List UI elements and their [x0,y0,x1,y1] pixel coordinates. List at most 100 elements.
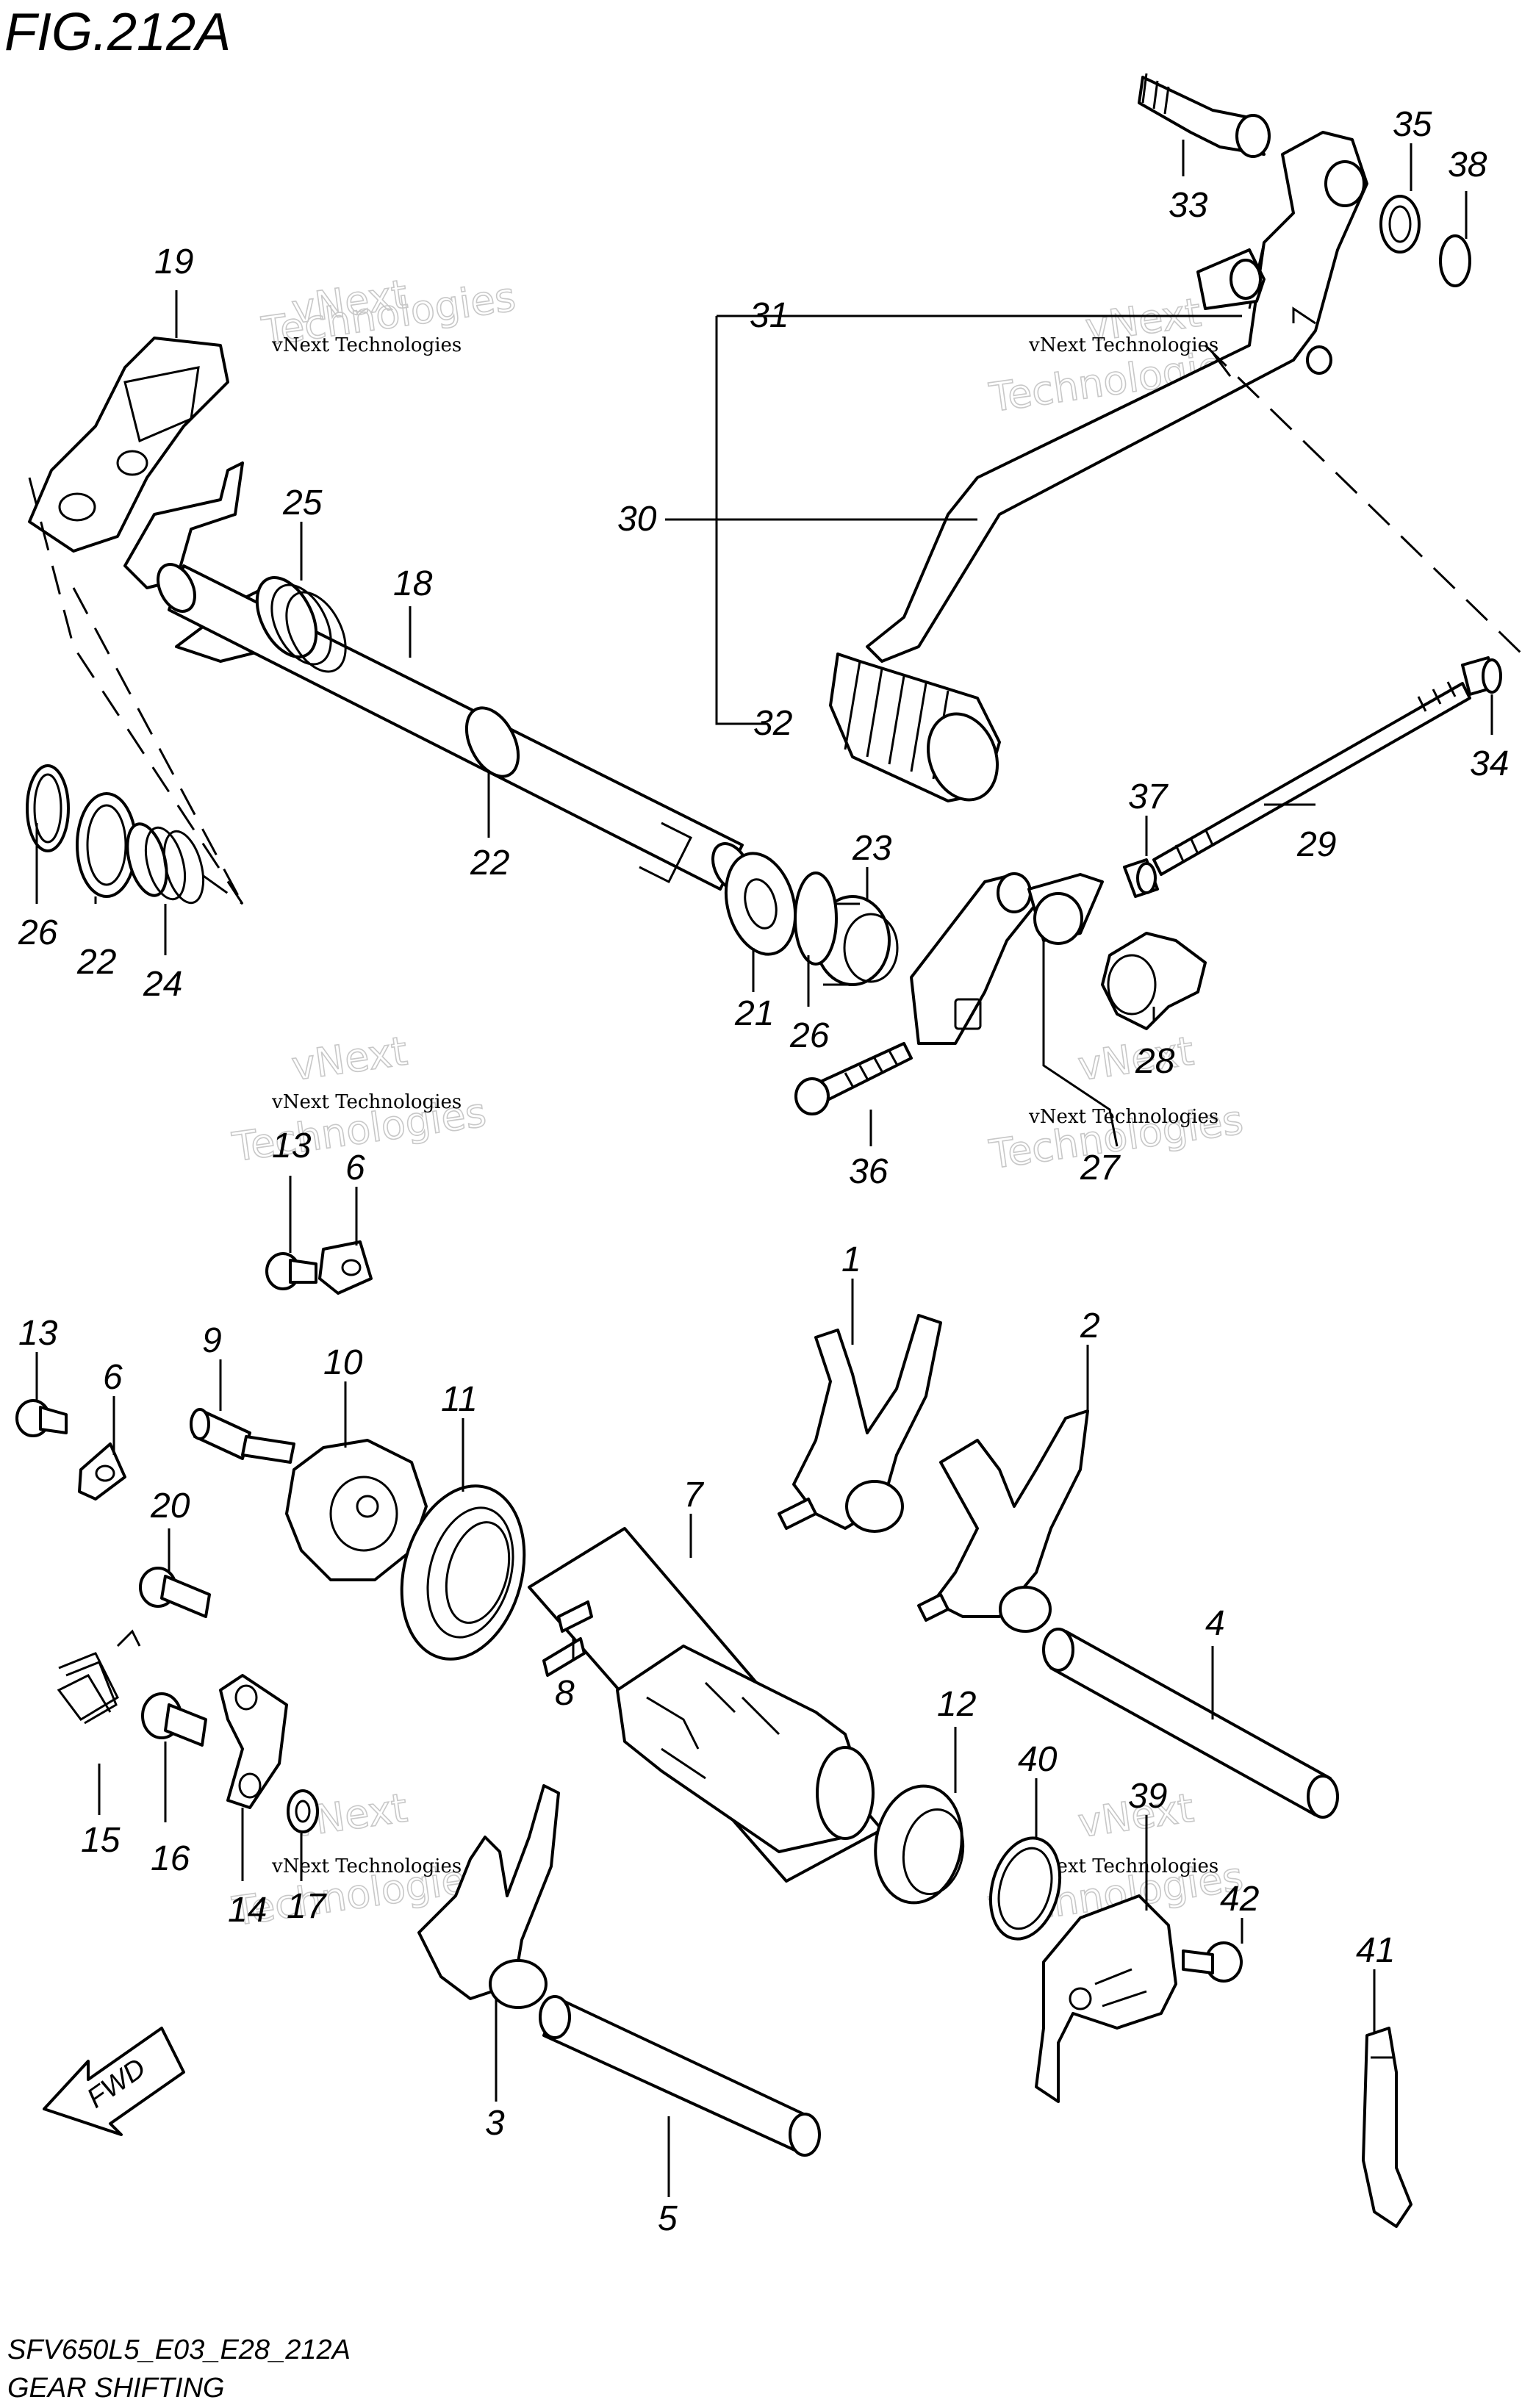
callout-29: 29 [1296,825,1336,864]
callout-39: 39 [1128,1777,1167,1816]
callout-20: 20 [150,1487,190,1525]
callout-37: 37 [1128,777,1169,816]
callout-40: 40 [1018,1740,1058,1779]
part-9-pin [190,1408,295,1464]
callout-1: 1 [841,1240,861,1279]
part-6-plate-b [78,1442,126,1500]
part-35-washer [1379,195,1421,254]
part-39-bracket [1035,1894,1177,2103]
part-33-bolt [1138,73,1271,158]
callout-16: 16 [151,1839,190,1878]
part-37-nut [1123,858,1159,898]
part-6-plate-a [318,1240,373,1295]
part-22-washer-shaft [464,706,520,778]
part-15-spring [57,1629,141,1725]
part-13-screw-b [15,1399,68,1437]
part-24-spring [126,822,205,905]
callout-10: 10 [323,1343,363,1382]
callout-3: 3 [485,2104,505,2143]
dashed-guide-30 [1204,344,1522,655]
callout-30: 30 [617,500,657,539]
callout-27: 27 [1080,1149,1121,1187]
callout-35: 35 [1393,105,1432,144]
callout-6: 6 [103,1358,123,1397]
callout-11: 11 [441,1380,478,1419]
part-7-shift-drum [616,1645,875,1853]
part-32-rubber [829,653,1001,802]
callout-5: 5 [658,2199,678,2238]
svg-text:vNext Technologies: vNext Technologies [1028,334,1218,356]
callout-34: 34 [1470,744,1509,783]
svg-text:vNext Technologies: vNext Technologies [271,334,462,356]
callout-13: 13 [18,1314,58,1353]
svg-text:vNext: vNext [289,1028,410,1090]
part-38-circlip [1439,234,1471,287]
callout-4: 4 [1205,1604,1225,1643]
callout-7: 7 [683,1476,705,1514]
callout-18: 18 [393,564,433,603]
callout-36: 36 [849,1152,889,1191]
callout-14: 14 [228,1891,267,1930]
callout-24: 24 [143,965,182,1004]
part-18-shift-shaft [157,563,751,892]
dashed-guide-19 [28,477,244,905]
part-21-washer [724,852,797,956]
callout-22: 22 [470,844,509,883]
part-14-stopper-arm [219,1674,288,1809]
part-16-bolt [141,1692,207,1747]
callout-41: 41 [1356,1931,1395,1970]
callout-22: 22 [76,943,116,982]
figure-name: GEAR SHIFTING [7,2373,225,2404]
callout-31: 31 [750,296,789,335]
callout-9: 9 [202,1321,222,1360]
part-5-shaft [539,1995,821,2157]
part-28-boot [1101,932,1207,1030]
callout-21: 21 [734,994,774,1033]
figure-title: FIG.212A [4,3,231,62]
part-30-lever [866,131,1368,663]
svg-text:vNext Technologies: vNext Technologies [1028,1106,1218,1128]
leader-lines [35,140,1493,2197]
callout-6: 6 [345,1149,365,1187]
part-29-rod [1152,681,1471,876]
part-12-bearing [874,1784,965,1905]
part-20-bolt [139,1567,211,1618]
callout-28: 28 [1135,1042,1175,1081]
part-26-circlip-left [26,764,70,852]
svg-text:vNext Technologies: vNext Technologies [271,1855,462,1877]
callout-12: 12 [937,1685,976,1724]
part-40-oring [988,1836,1062,1941]
callout-13: 13 [272,1126,312,1165]
callout-2: 2 [1080,1307,1100,1345]
callout-17: 17 [287,1887,328,1926]
callout-26: 26 [789,1016,830,1055]
fwd-arrow-icon: FWD [43,2027,185,2136]
part-19-plate [28,337,229,553]
callout-23: 23 [852,829,892,868]
callouts: 19 25 18 22 26 22 24 33 35 38 31 30 32 3… [18,105,1509,2238]
part-25-spring [255,576,347,673]
part-27-link-arm [910,872,1104,1045]
callout-25: 25 [282,484,323,522]
part-11-bearing [400,1484,526,1661]
dashed-guide-31 [1211,352,1236,383]
part-4-shaft [1042,1628,1339,1819]
callout-19: 19 [154,242,193,281]
part-13-screw-a [265,1252,317,1290]
callout-32: 32 [753,704,792,743]
part-3-fork [417,1784,560,2009]
dashed-guide-19b [72,587,244,905]
part-31-bush [1196,248,1266,310]
callout-26: 26 [18,913,58,952]
part-36-bolt [794,1042,913,1115]
svg-text:vNext Technologies: vNext Technologies [271,1091,462,1113]
figure-code: SFV650L5_E03_E28_212A [7,2335,351,2365]
callout-38: 38 [1448,145,1487,184]
callout-42: 42 [1220,1880,1259,1919]
part-26-circlip-right [794,871,838,966]
part-17-washer [287,1789,319,1833]
part-41-hose-guide [1362,2027,1412,2228]
part-2-fork [917,1409,1089,1633]
callout-8: 8 [555,1674,575,1713]
